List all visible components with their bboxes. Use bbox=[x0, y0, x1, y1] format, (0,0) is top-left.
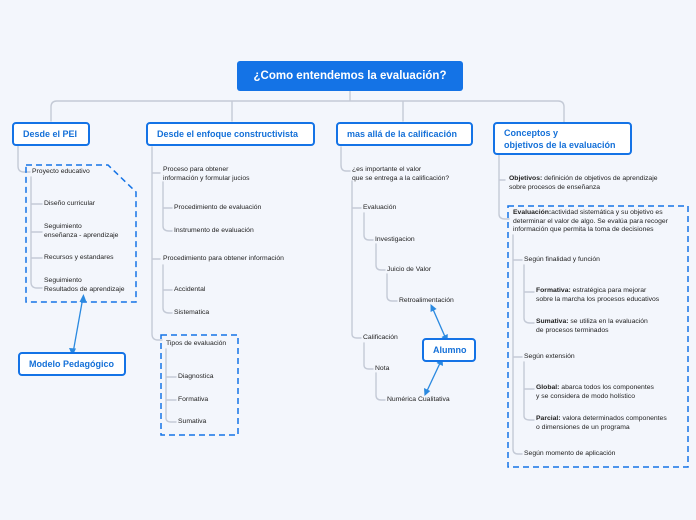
global-text: abarca todos los componentes y se consid… bbox=[536, 384, 654, 400]
alumno-label: Alumno bbox=[433, 345, 467, 355]
branch-conceptos-label: Conceptos y objetivos de la evaluación bbox=[504, 127, 616, 150]
topic-investigacion[interactable]: Investigacion bbox=[375, 236, 415, 243]
topic-sistematica[interactable]: Sistematica bbox=[174, 309, 210, 316]
branch-calificacion[interactable]: mas allá de la calificación bbox=[336, 122, 473, 146]
evaluacion-label: Evaluación: bbox=[513, 209, 552, 216]
sumativa-label: Sumativa: bbox=[536, 318, 569, 325]
topic-calificacion[interactable]: Calificación bbox=[363, 334, 398, 341]
topic-formativa[interactable]: Formativa bbox=[178, 396, 209, 403]
topic-evaluacion-definicion[interactable]: Evaluación:actividad sistemática y su ob… bbox=[513, 209, 668, 235]
topic-tipos-evaluacion[interactable]: Tipos de evaluación bbox=[166, 340, 227, 347]
topic-juicio-valor[interactable]: Juicio de Valor bbox=[387, 266, 432, 273]
evaluacion-text: actividad sistemática y su objetivo es d… bbox=[513, 209, 668, 233]
topic-instrumento-evaluacion[interactable]: Instrumento de evaluación bbox=[174, 227, 254, 234]
objetivos-text: definición de objetivos de aprendizaje s… bbox=[509, 175, 658, 191]
topic-procedimiento-evaluacion[interactable]: Procedimiento de evaluación bbox=[174, 204, 262, 211]
branch-constructivista[interactable]: Desde el enfoque constructivista bbox=[146, 122, 315, 146]
topic-recursos-estandares[interactable]: Recursos y estandares bbox=[44, 254, 114, 261]
topic-diseno-curricular[interactable]: Diseño curricular bbox=[44, 200, 95, 207]
topic-segun-momento[interactable]: Según momento de aplicación bbox=[524, 450, 616, 457]
branch-conceptos[interactable]: Conceptos y objetivos de la evaluación bbox=[493, 122, 632, 155]
topic-sumativa[interactable]: Sumativa bbox=[178, 418, 207, 425]
topic-numerica-cualitativa[interactable]: Numérica Cualitativa bbox=[387, 396, 450, 403]
formativa-label: Formativa: bbox=[536, 287, 571, 294]
parcial-label: Parcial: bbox=[536, 415, 561, 422]
topic-parcial[interactable]: Parcial: valora determinados componentes… bbox=[536, 415, 667, 432]
topic-pregunta-valor[interactable]: ¿es importante el valor que se entrega a… bbox=[352, 166, 450, 182]
topic-global[interactable]: Global: abarca todos los componentes y s… bbox=[536, 384, 654, 401]
topic-seguimiento-ensenanza[interactable]: Seguimiento enseñanza - aprendizaje bbox=[44, 223, 119, 239]
floating-modelo-pedagogico[interactable]: Modelo Pedagógico bbox=[18, 352, 126, 376]
topic-proyecto-educativo[interactable]: Proyecto educativo bbox=[32, 168, 90, 175]
parcial-text: valora determinados componentes o dimens… bbox=[536, 415, 667, 431]
global-label: Global: bbox=[536, 384, 560, 391]
branch-constructivista-label: Desde el enfoque constructivista bbox=[157, 129, 299, 139]
sumativa-text: se utiliza en la evaluación de procesos … bbox=[536, 318, 648, 334]
topic-formativa-definicion[interactable]: Formativa: estratégica para mejorar sobr… bbox=[536, 287, 659, 304]
topic-segun-finalidad[interactable]: Según finalidad y función bbox=[524, 256, 600, 263]
root-topic[interactable]: ¿Como entendemos la evaluación? bbox=[237, 61, 463, 91]
branch-pei-label: Desde el PEI bbox=[23, 129, 78, 139]
topic-procedimiento-informacion[interactable]: Procedimiento para obtener información bbox=[163, 255, 284, 262]
topic-retroalimentacion[interactable]: Retroalimentación bbox=[399, 297, 454, 304]
topic-segun-extension[interactable]: Según extensión bbox=[524, 353, 575, 360]
modelo-label: Modelo Pedagógico bbox=[29, 359, 115, 369]
topic-evaluacion[interactable]: Evaluación bbox=[363, 204, 397, 211]
topic-diagnostica[interactable]: Diagnostica bbox=[178, 373, 214, 380]
topic-objetivos[interactable]: Objetivos: definición de objetivos de ap… bbox=[509, 175, 658, 192]
floating-alumno[interactable]: Alumno bbox=[422, 338, 476, 362]
topic-proceso-obtener[interactable]: Proceso para obtener información y formu… bbox=[163, 166, 250, 182]
objetivos-label: Objetivos: bbox=[509, 175, 543, 182]
formativa-text: estratégica para mejorar sobre la marcha… bbox=[536, 287, 660, 303]
topic-accidental[interactable]: Accidental bbox=[174, 286, 206, 293]
topic-nota[interactable]: Nota bbox=[375, 365, 390, 372]
topic-seguimiento-resultados[interactable]: Seguimiento Resultados de aprendizaje bbox=[44, 277, 125, 293]
branch-calificacion-label: mas allá de la calificación bbox=[347, 129, 458, 139]
branch-pei[interactable]: Desde el PEI bbox=[12, 122, 90, 146]
topic-sumativa-definicion[interactable]: Sumativa: se utiliza en la evaluación de… bbox=[536, 318, 648, 335]
